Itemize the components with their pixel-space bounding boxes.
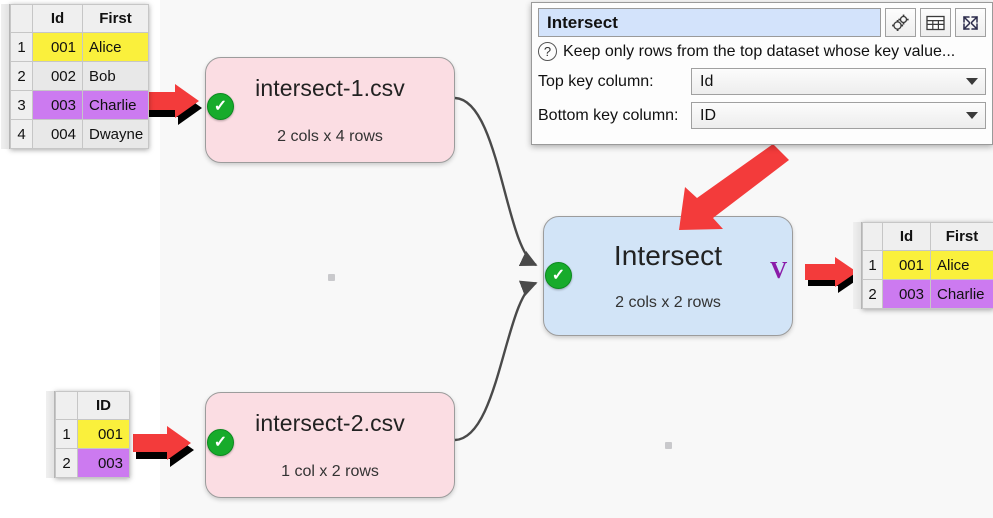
help-icon[interactable]: ? — [538, 42, 557, 61]
column-header-id: Id — [32, 4, 83, 33]
table-scrollbar[interactable] — [1, 4, 10, 149]
node-title: intersect-2.csv — [255, 409, 405, 436]
pointer-arrow-to-csv2 — [133, 424, 209, 476]
node-intersect-operation[interactable]: Intersect 2 cols x 2 rows — [543, 216, 793, 336]
row-number: 2 — [55, 448, 78, 478]
field-label: Top key column: — [538, 72, 654, 90]
check-icon: ✓ — [207, 429, 234, 456]
cell-id[interactable]: 003 — [882, 279, 931, 309]
field-label: Bottom key column: — [538, 106, 679, 124]
select-value: ID — [700, 106, 716, 124]
column-header-first: First — [82, 4, 149, 33]
help-text: Keep only rows from the top dataset whos… — [563, 42, 956, 60]
node-title: Intersect — [613, 240, 723, 271]
pointer-arrow-to-csv1 — [141, 82, 217, 134]
cell-first[interactable]: Charlie — [930, 279, 993, 309]
table-row: 1 001 Alice — [862, 250, 993, 280]
canvas-dot — [328, 274, 335, 281]
row-number: 1 — [55, 419, 78, 449]
node-intersect-1-csv[interactable]: intersect-1.csv 2 cols x 4 rows — [205, 57, 455, 163]
table-header-row: ID — [55, 391, 130, 420]
table-row: 1 001 Alice — [10, 32, 149, 62]
node-intersect-2-csv[interactable]: intersect-2.csv 1 col x 2 rows — [205, 392, 455, 498]
table-row: 4 004 Dwayne — [10, 119, 149, 149]
pointer-arrow-to-result — [805, 255, 871, 303]
cell-first[interactable]: Alice — [82, 32, 149, 62]
column-header-first: First — [930, 222, 993, 251]
panel-help-row: ? Keep only rows from the top dataset wh… — [538, 42, 986, 61]
table-source-bottom[interactable]: ID 1 001 2 003 — [46, 391, 130, 478]
table-header-row: Id First — [862, 222, 993, 251]
column-header-rownum — [862, 222, 883, 251]
table-row: 2 002 Bob — [10, 61, 149, 91]
row-number: 2 — [10, 61, 33, 91]
row-number: 1 — [10, 32, 33, 62]
cell-id[interactable]: 004 — [32, 119, 83, 149]
cell-id[interactable]: 003 — [32, 90, 83, 120]
column-header-rownum — [55, 391, 78, 420]
properties-panel[interactable]: Intersect — [531, 2, 993, 145]
chevron-down-icon — [966, 78, 978, 85]
canvas-dot — [665, 442, 672, 449]
check-icon: ✓ — [545, 262, 572, 289]
panel-title-row: Intersect — [538, 8, 986, 37]
node-subtitle: 1 col x 2 rows — [281, 462, 379, 480]
item-name-input[interactable]: Intersect — [538, 8, 881, 37]
cell-id[interactable]: 001 — [32, 32, 83, 62]
chevron-down-icon — [966, 112, 978, 119]
node-subtitle: 2 cols x 2 rows — [615, 294, 721, 311]
table-row: 2 003 Charlie — [862, 279, 993, 309]
table-source-top[interactable]: Id First 1 001 Alice 2 002 Bob 3 003 Cha… — [1, 4, 149, 149]
gears-icon[interactable] — [885, 8, 916, 37]
node-marker-v: V — [770, 258, 788, 284]
table-row: 3 003 Charlie — [10, 90, 149, 120]
column-header-id: Id — [882, 222, 931, 251]
row-number: 1 — [862, 250, 883, 280]
cell-first[interactable]: Alice — [930, 250, 993, 280]
cell-first[interactable]: Bob — [82, 61, 149, 91]
node-subtitle: 2 cols x 4 rows — [277, 127, 383, 145]
pointer-arrow-to-op-node — [655, 140, 800, 235]
column-header-rownum — [10, 4, 33, 33]
expand-icon[interactable] — [955, 8, 986, 37]
field-top-key-column: Top key column: Id — [538, 68, 986, 95]
cell-id[interactable]: 001 — [77, 419, 130, 449]
row-number: 4 — [10, 119, 33, 149]
cell-id[interactable]: 001 — [882, 250, 931, 280]
row-number: 2 — [862, 279, 883, 309]
check-icon: ✓ — [207, 93, 234, 120]
cell-first[interactable]: Dwayne — [82, 119, 149, 149]
node-title: intersect-1.csv — [255, 74, 405, 101]
column-header-id: ID — [77, 391, 130, 420]
field-bottom-key-column: Bottom key column: ID — [538, 102, 986, 129]
cell-id[interactable]: 003 — [77, 448, 130, 478]
cell-id[interactable]: 002 — [32, 61, 83, 91]
table-icon[interactable] — [920, 8, 951, 37]
table-scrollbar[interactable] — [853, 222, 862, 309]
row-number: 3 — [10, 90, 33, 120]
bottom-key-column-select[interactable]: ID — [691, 102, 986, 129]
select-value: Id — [700, 72, 714, 90]
top-key-column-select[interactable]: Id — [691, 68, 986, 95]
table-row: 2 003 — [55, 448, 130, 478]
table-header-row: Id First — [10, 4, 149, 33]
table-row: 1 001 — [55, 419, 130, 449]
table-scrollbar[interactable] — [46, 391, 55, 478]
table-result[interactable]: Id First 1 001 Alice 2 003 Charlie — [853, 222, 993, 309]
cell-first[interactable]: Charlie — [82, 90, 149, 120]
